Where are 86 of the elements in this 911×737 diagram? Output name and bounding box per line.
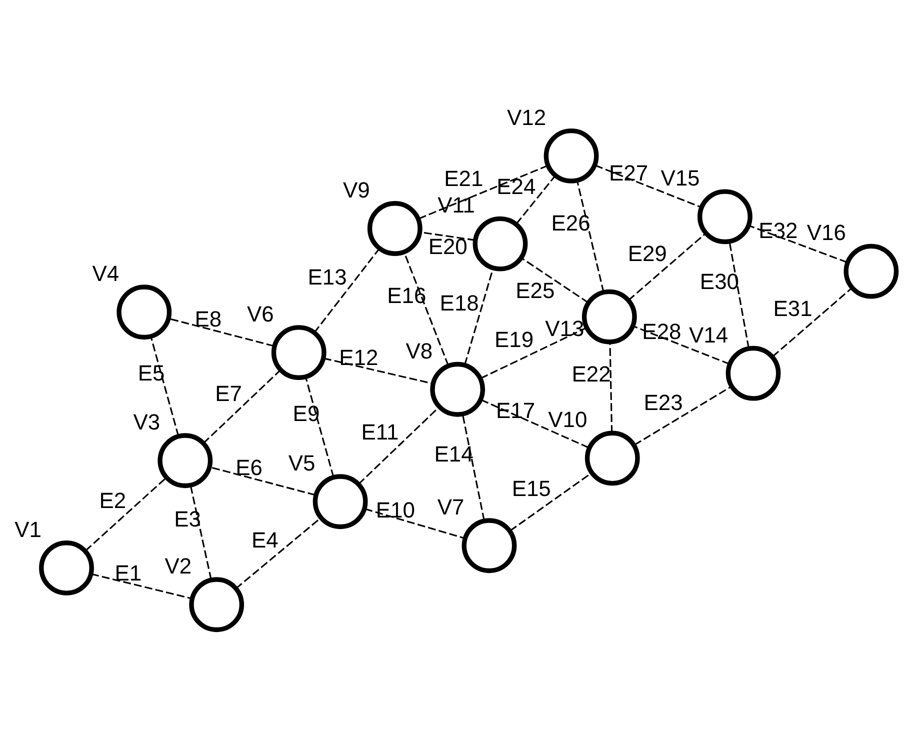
connector [323, 358, 434, 384]
edge-label: E28 [642, 319, 682, 344]
edge-label: E2 [99, 488, 126, 514]
node-circle [271, 325, 326, 380]
connector [209, 466, 316, 496]
connector [632, 325, 730, 365]
node-label: V2 [164, 554, 192, 579]
connector [516, 175, 556, 224]
edge-label: E27 [609, 160, 648, 186]
node-circle [726, 346, 781, 401]
edge-label: E13 [308, 264, 347, 290]
edge-label: E30 [700, 269, 740, 294]
edge-label: E16 [387, 283, 426, 308]
connector [364, 508, 466, 540]
node-label: V16 [806, 220, 846, 246]
connector [150, 336, 180, 436]
connector [85, 476, 168, 552]
edge-label: E4 [252, 527, 278, 552]
edge-label: E9 [292, 401, 320, 426]
node-circle [472, 216, 528, 272]
edge-label: E26 [551, 210, 590, 236]
node-circle [544, 128, 599, 184]
connector [91, 573, 192, 600]
connector [595, 164, 702, 208]
connector [190, 485, 212, 580]
node-label: V12 [507, 104, 546, 130]
node-circle [189, 577, 244, 632]
node-label: V14 [688, 322, 728, 348]
connector [168, 318, 274, 347]
connector [304, 376, 334, 478]
connector [314, 248, 380, 334]
connector [728, 242, 750, 348]
edge-label: E18 [440, 290, 479, 316]
edge-label: E7 [215, 380, 242, 406]
edge-label: E19 [494, 327, 534, 352]
edge-label: E6 [236, 455, 263, 480]
node-label: V10 [548, 407, 588, 432]
connector [235, 517, 322, 590]
edge-label: E8 [194, 306, 222, 332]
node-circle [116, 284, 172, 340]
node-label: V9 [343, 177, 370, 202]
node-label: V15 [660, 166, 700, 191]
edge-label: E15 [512, 476, 551, 501]
node-circle [582, 289, 637, 344]
edge-label: E10 [376, 498, 415, 523]
node-label: V5 [288, 450, 316, 476]
node-label: V7 [437, 494, 464, 520]
node-circle [698, 189, 752, 244]
node-label: V13 [545, 316, 584, 341]
edge-label: E31 [773, 296, 812, 322]
edge-label: E1 [114, 560, 142, 586]
node-label: V4 [92, 261, 120, 286]
connector [462, 414, 485, 521]
connector [418, 164, 548, 220]
node-circle [367, 201, 422, 256]
edge-label: E21 [444, 166, 484, 192]
connector [576, 180, 604, 293]
edge-label: E14 [434, 442, 474, 466]
node-circle [39, 540, 94, 596]
node-circle [462, 518, 517, 574]
node-circle [430, 362, 486, 417]
edge-label: E29 [628, 240, 667, 266]
node-circle [584, 430, 640, 486]
connector [628, 232, 706, 301]
node-circle [158, 433, 213, 488]
edge-label: E22 [572, 362, 611, 387]
edge-label: E24 [496, 174, 536, 199]
connector [202, 370, 281, 444]
node-circle [844, 244, 899, 299]
edge-label: E25 [516, 278, 555, 303]
connector [634, 386, 732, 446]
edge-label: E12 [339, 345, 378, 370]
edge-label: E20 [428, 234, 468, 259]
connector [520, 257, 589, 304]
edge-label: E32 [758, 218, 798, 243]
node-label: V8 [406, 338, 433, 364]
node-label: V1 [14, 516, 42, 542]
node-circle [312, 474, 368, 530]
connector [480, 326, 587, 380]
connector [748, 224, 848, 263]
edge-label: E11 [361, 420, 399, 445]
connector [609, 342, 613, 433]
edge-label: E23 [644, 390, 683, 415]
connector [772, 287, 853, 358]
node-label: V3 [133, 410, 160, 435]
node-label: V6 [246, 301, 274, 326]
